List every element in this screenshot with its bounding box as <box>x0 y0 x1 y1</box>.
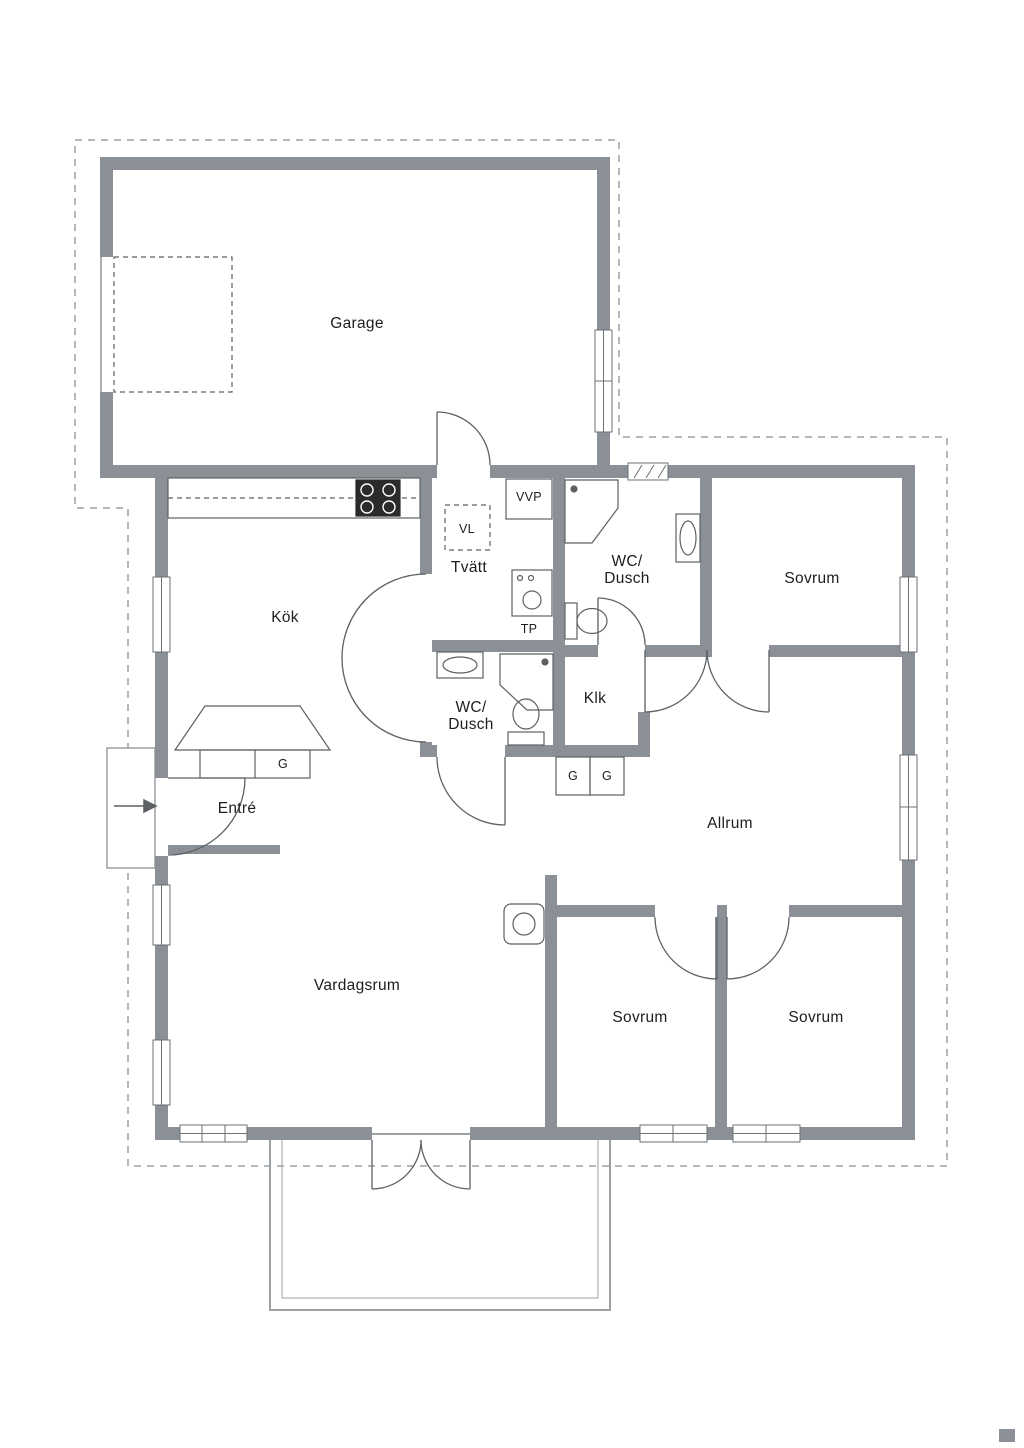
door-garage-laundry <box>436 411 491 466</box>
window-vardagsrum-left-1 <box>152 884 171 946</box>
door-sovrum-bottom-left <box>654 916 718 980</box>
entre-wardrobe <box>173 705 332 779</box>
shower-top-icon <box>564 479 619 544</box>
door-sovrum-bottom-right <box>726 916 790 980</box>
sink-mid-icon <box>436 651 484 679</box>
window-vardagsrum-left-2 <box>152 1039 171 1106</box>
door-kitchen-hall <box>341 573 427 743</box>
label-garderob-hall-1: G <box>568 769 578 783</box>
doors <box>100 256 790 1190</box>
logo-mark <box>999 1429 1015 1442</box>
walls <box>100 157 915 1140</box>
door-wc-top <box>597 597 646 646</box>
eaves-dashed-outline <box>74 139 948 1167</box>
door-patio-double <box>371 1139 471 1190</box>
window-vardagsrum-bottom <box>179 1124 248 1143</box>
room-label-kok: Kök <box>271 609 299 626</box>
wall-bedrooms-divider <box>715 917 727 1127</box>
wall-vardagsrum-divider <box>545 875 557 1140</box>
room-label-sovrum-top: Sovrum <box>784 570 839 587</box>
window-allrum-right <box>899 754 918 861</box>
door-sovrum-top <box>706 649 770 713</box>
wall-bedroom-block-3 <box>789 905 915 917</box>
wall-wc-sovrum-divider <box>700 478 712 657</box>
wall-sovrum-top-bottom <box>769 645 915 657</box>
wall-bottom-1 <box>155 1127 180 1140</box>
window-sovrum-bottom-left <box>639 1124 708 1143</box>
wall-right-2 <box>902 652 915 755</box>
room-label-wc-top-1: WC/ <box>611 553 642 570</box>
window-sovrum-top-right <box>899 576 918 653</box>
wall-garage-left-upper <box>100 157 113 257</box>
room-label-entre: Entré <box>218 800 257 817</box>
wall-laundry-wc-divider <box>432 640 565 652</box>
entrance-canopy <box>106 747 158 869</box>
deck-outline <box>269 1133 611 1311</box>
wall-bottom-2 <box>247 1127 372 1140</box>
room-labels: Garage Kök VL VVP Tvätt TP WC/ Dusch Sov… <box>218 315 844 1026</box>
wall-wc-top-bottom-1 <box>553 645 598 657</box>
window-vent-top <box>627 462 669 481</box>
wall-right-1 <box>902 465 915 577</box>
wall-bottom-5 <box>800 1127 915 1140</box>
room-label-sovrum-bottom-right: Sovrum <box>788 1009 843 1026</box>
wall-left-1 <box>155 465 168 577</box>
room-label-wc-top-2: Dusch <box>604 570 649 587</box>
wall-bedroom-block-2 <box>717 905 727 917</box>
garage-door-area <box>100 256 233 393</box>
window-kitchen <box>152 576 171 653</box>
wall-top-band-3 <box>668 465 915 478</box>
wall-bedroom-block-1 <box>557 905 655 917</box>
window-garage-right <box>594 329 613 433</box>
wall-entre-stub <box>168 845 280 854</box>
wall-wc-top-bottom-2 <box>645 645 712 657</box>
window-sovrum-bottom-right <box>732 1124 801 1143</box>
wall-garage-left-lower <box>100 392 113 478</box>
room-label-vardagsrum: Vardagsrum <box>314 977 400 994</box>
wall-bottom-4 <box>707 1127 733 1140</box>
tp-unit <box>511 569 553 617</box>
wall-klk-bottom-2 <box>505 745 650 757</box>
shower-mid-icon <box>499 653 554 711</box>
fireplace-icon <box>503 903 545 945</box>
room-label-tvatt: Tvätt <box>451 559 487 576</box>
stove-icon <box>355 479 401 517</box>
wall-garage-right-lower <box>597 432 610 465</box>
vvp-unit <box>505 478 553 520</box>
label-garderob-entre: G <box>278 757 288 771</box>
toilet-top-icon <box>564 602 608 640</box>
room-label-tp: TP <box>521 622 538 636</box>
toilet-mid-icon <box>507 698 545 746</box>
wall-kitchen-laundry-upper <box>420 478 432 574</box>
room-label-vl: VL <box>459 522 475 536</box>
room-label-vvp: VVP <box>516 490 542 504</box>
wall-right-3 <box>902 860 915 1140</box>
windows <box>152 329 918 1143</box>
wall-garage-right-upper <box>597 157 610 330</box>
wall-garage-top <box>100 157 610 170</box>
room-label-wc-mid-1: WC/ <box>455 699 486 716</box>
room-label-wc-mid-2: Dusch <box>448 716 493 733</box>
wall-top-band-1 <box>100 465 437 478</box>
wardrobe-hall-boxes <box>555 756 625 796</box>
sink-top-icon <box>675 513 701 563</box>
wall-top-band-2 <box>490 465 628 478</box>
room-label-klk: Klk <box>584 690 606 707</box>
fixtures <box>167 477 701 945</box>
wall-klk-bottom-1 <box>420 745 437 757</box>
entrance-arrow-icon <box>114 798 158 814</box>
wall-left-4 <box>155 945 168 1040</box>
door-klk <box>644 649 708 713</box>
wall-center-vertical <box>553 478 565 757</box>
vl-dashed-box <box>444 504 491 551</box>
room-label-allrum: Allrum <box>707 815 753 832</box>
label-garderob-hall-2: G <box>602 769 612 783</box>
wall-left-2 <box>155 652 168 778</box>
door-wc-mid <box>436 756 506 826</box>
room-label-sovrum-bottom-left: Sovrum <box>612 1009 667 1026</box>
wall-left-3 <box>155 856 168 885</box>
room-label-garage: Garage <box>330 315 384 332</box>
